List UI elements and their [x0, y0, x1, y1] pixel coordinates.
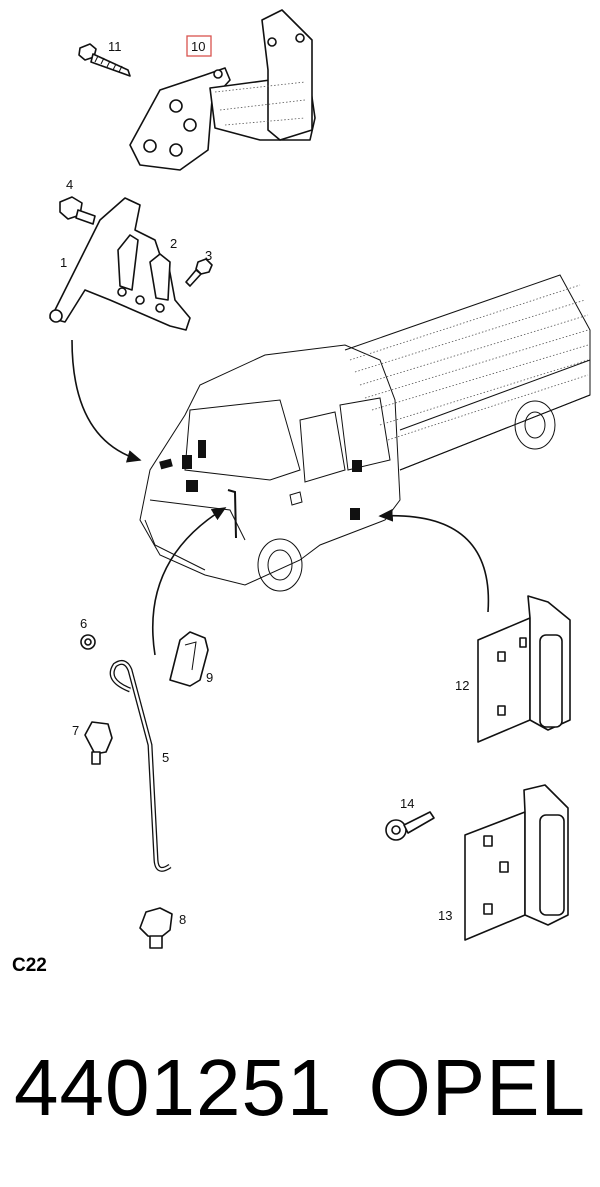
- bolt-part-14: [385, 811, 435, 841]
- callout-8: 8: [179, 912, 186, 927]
- screw-part-3: [185, 258, 213, 287]
- callout-10-highlight-box: [186, 35, 212, 57]
- callout-11: 11: [108, 39, 122, 54]
- hinge-bracket-part-1: [49, 197, 191, 331]
- bolt-part-4: [59, 196, 96, 225]
- bonnet-rod-part-5: [109, 659, 172, 872]
- hinge-part-12: [477, 595, 571, 743]
- callout-1: 1: [60, 255, 67, 270]
- clip-part-9: [169, 631, 209, 687]
- callout-3: 3: [205, 248, 212, 263]
- callout-7: 7: [72, 723, 79, 738]
- arrow-to-van-upper-hinge: [71, 339, 142, 463]
- callout-10: 10: [191, 39, 205, 54]
- brand-name: OPEL: [368, 1043, 586, 1132]
- callout-12: 12: [455, 678, 469, 693]
- clip-part-8: [139, 907, 173, 949]
- callout-6: 6: [80, 616, 87, 631]
- clip-part-6: [80, 634, 96, 650]
- callout-5: 5: [162, 750, 169, 765]
- callout-4: 4: [66, 177, 73, 192]
- section-code: C22: [12, 955, 47, 976]
- clip-part-7: [84, 721, 113, 765]
- hinge-part-13: [464, 784, 569, 941]
- callout-9: 9: [206, 670, 213, 685]
- arrow-to-van-rear-hinge: [378, 508, 490, 613]
- callout-13: 13: [438, 908, 452, 923]
- van-drawing: [139, 274, 591, 592]
- part-number: 4401251: [14, 1043, 333, 1132]
- hinge-part-10: [129, 9, 316, 171]
- exploded-parts-diagram: 11 10 4 1 2 3: [49, 9, 591, 949]
- arrow-to-van-bonnet-rod: [151, 507, 227, 656]
- callout-2: 2: [170, 236, 177, 251]
- screw-part-11: [78, 43, 131, 77]
- callout-14: 14: [400, 796, 414, 811]
